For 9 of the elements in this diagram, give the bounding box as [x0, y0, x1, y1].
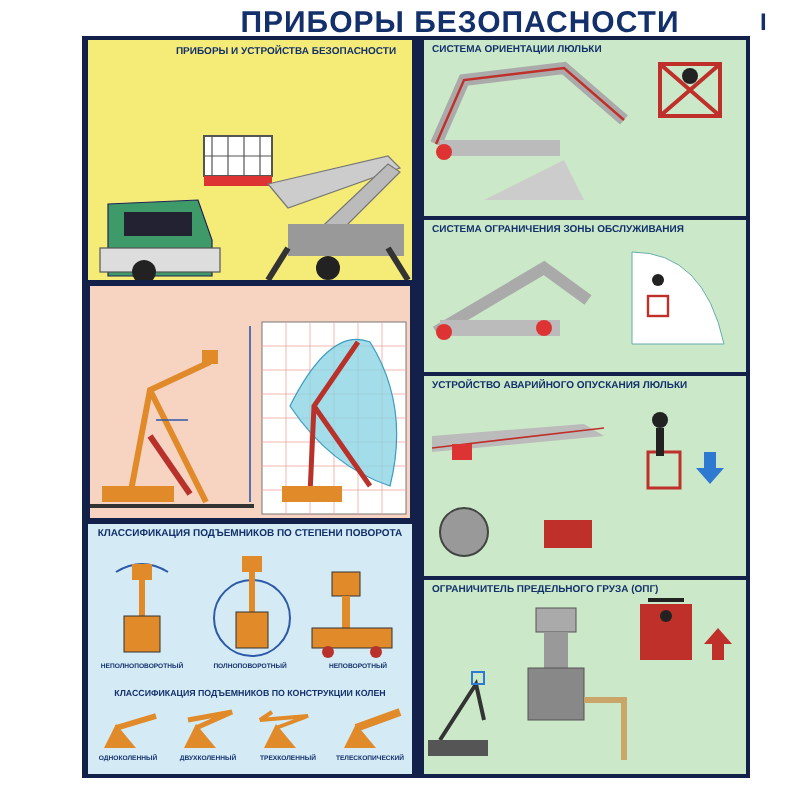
info-panel	[88, 40, 412, 280]
info-panel	[424, 580, 746, 774]
info-panel	[424, 220, 746, 372]
info-panel	[88, 524, 412, 774]
diagram-panel	[88, 284, 412, 520]
info-panel	[424, 376, 746, 576]
info-panel	[424, 40, 746, 216]
sheet-number: I	[760, 8, 767, 36]
poster-title: ПРИБОРЫ БЕЗОПАСНОСТИ	[238, 6, 682, 40]
